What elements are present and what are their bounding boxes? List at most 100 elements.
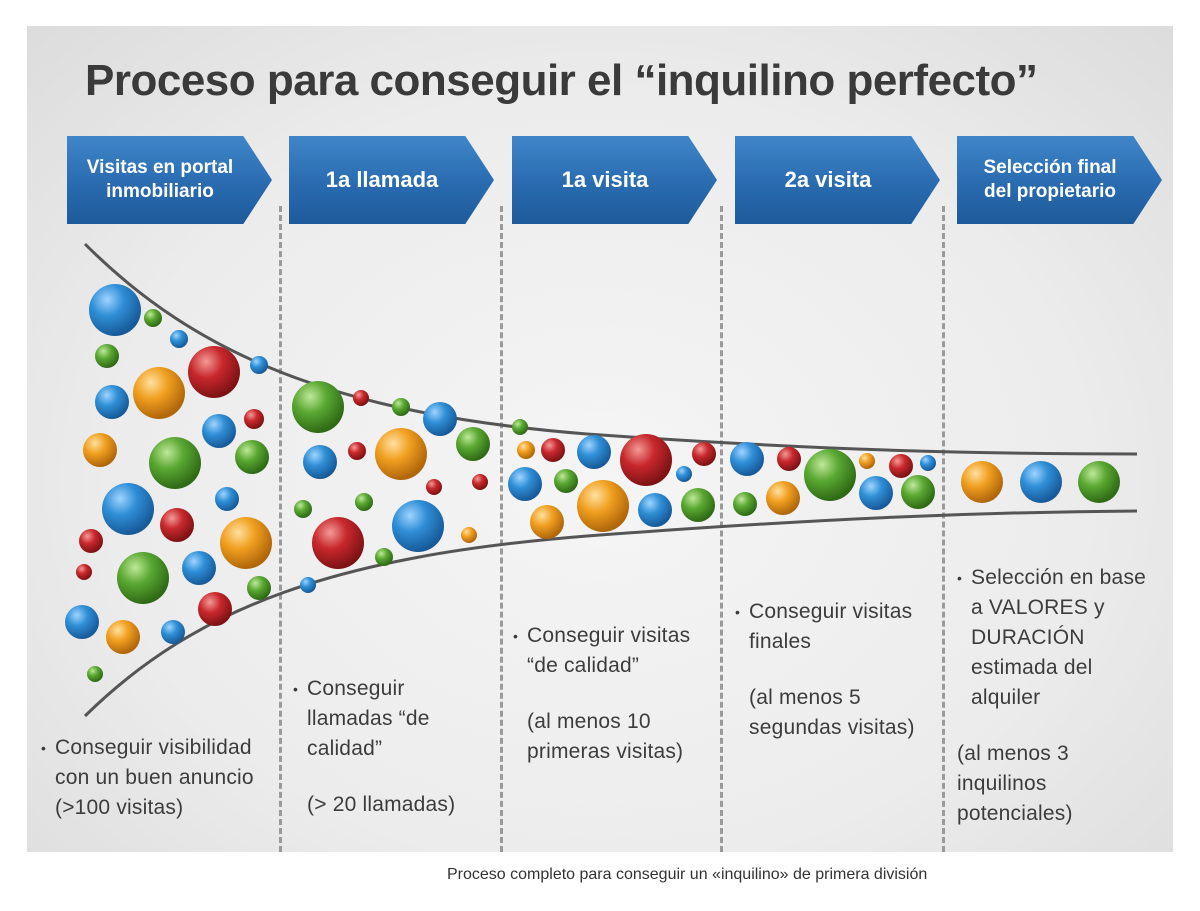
page-title: Proceso para conseguir el “inquilino per… bbox=[85, 56, 1038, 105]
ball-blue bbox=[920, 455, 936, 471]
ball-blue bbox=[170, 330, 188, 348]
ball-orange bbox=[375, 428, 427, 480]
bullet-marker: • bbox=[735, 604, 741, 620]
ball-green bbox=[294, 500, 312, 518]
ball-green bbox=[149, 437, 201, 489]
ball-green bbox=[554, 469, 578, 493]
stage-4-bullet: Conseguir visitas finales bbox=[749, 600, 913, 653]
ball-orange bbox=[766, 481, 800, 515]
stage-3-description: • Conseguir visitas “de calidad” (al men… bbox=[513, 621, 713, 767]
ball-green bbox=[804, 449, 856, 501]
ball-blue bbox=[392, 500, 444, 552]
stage-arrow-2: 1a llamada bbox=[289, 136, 494, 224]
bullet-marker: • bbox=[293, 681, 299, 697]
stage-3-note: (al menos 10 primeras visitas) bbox=[527, 710, 684, 763]
stage-3-bullet: Conseguir visitas “de calidad” bbox=[527, 624, 691, 677]
stage-4-note: (al menos 5 segundas visitas) bbox=[749, 686, 915, 739]
ball-blue bbox=[102, 483, 154, 535]
ball-green bbox=[117, 552, 169, 604]
ball-green bbox=[355, 493, 373, 511]
ball-orange bbox=[220, 517, 272, 569]
stage-1-description: • Conseguir visibilidad con un buen anun… bbox=[41, 733, 271, 823]
ball-green bbox=[95, 344, 119, 368]
ball-orange bbox=[461, 527, 477, 543]
ball-green bbox=[235, 440, 269, 474]
ball-blue bbox=[638, 493, 672, 527]
diagram-slide: Proceso para conseguir el “inquilino per… bbox=[27, 26, 1173, 852]
ball-green bbox=[1078, 461, 1120, 503]
ball-blue bbox=[730, 442, 764, 476]
ball-red bbox=[692, 442, 716, 466]
ball-red bbox=[541, 438, 565, 462]
ball-green bbox=[392, 398, 410, 416]
ball-blue bbox=[1020, 461, 1062, 503]
ball-blue bbox=[577, 435, 611, 469]
ball-orange bbox=[859, 453, 875, 469]
ball-red bbox=[777, 447, 801, 471]
stage-4-description: • Conseguir visitas finales (al menos 5 … bbox=[735, 597, 935, 743]
ball-blue bbox=[423, 402, 457, 436]
stage-arrow-3: 1a visita bbox=[512, 136, 717, 224]
ball-green bbox=[681, 488, 715, 522]
ball-orange bbox=[106, 620, 140, 654]
ball-orange bbox=[961, 461, 1003, 503]
stage-arrow-5: Selección final del propietario bbox=[957, 136, 1162, 224]
bullet-marker: • bbox=[513, 628, 519, 644]
ball-red bbox=[353, 390, 369, 406]
stage-divider-3 bbox=[720, 206, 723, 852]
ball-blue bbox=[95, 385, 129, 419]
ball-green bbox=[733, 492, 757, 516]
ball-green bbox=[901, 475, 935, 509]
stage-divider-4 bbox=[942, 206, 945, 852]
funnel-bottom-curve bbox=[83, 509, 1138, 718]
ball-blue bbox=[250, 356, 268, 374]
ball-blue bbox=[89, 284, 141, 336]
funnel-graphic bbox=[65, 242, 1138, 718]
ball-red bbox=[79, 529, 103, 553]
ball-green bbox=[375, 548, 393, 566]
stage-divider-2 bbox=[500, 206, 503, 852]
stage-5-note: (al menos 3 inquilinos potenciales) bbox=[957, 742, 1073, 825]
stage-2-note: (> 20 llamadas) bbox=[307, 793, 456, 816]
stage-label-1: Visitas en portal inmobiliario bbox=[86, 157, 234, 202]
ball-green bbox=[512, 419, 528, 435]
ball-red bbox=[198, 592, 232, 626]
ball-blue bbox=[161, 620, 185, 644]
stage-label-2: 1a llamada bbox=[325, 167, 439, 192]
ball-orange bbox=[577, 480, 629, 532]
stage-1-bullet: Conseguir visibilidad con un buen anunci… bbox=[55, 736, 254, 819]
stage-arrow-1: Visitas en portal inmobiliario bbox=[67, 136, 272, 224]
ball-red bbox=[244, 409, 264, 429]
stage-label-3: 1a visita bbox=[561, 167, 649, 192]
ball-blue bbox=[859, 476, 893, 510]
stage-5-description: • Selección en base a VALORES y DURACIÓN… bbox=[957, 563, 1162, 829]
ball-blue bbox=[182, 551, 216, 585]
ball-blue bbox=[215, 487, 239, 511]
ball-green bbox=[456, 427, 490, 461]
ball-red bbox=[889, 454, 913, 478]
funnel-top-curve bbox=[83, 242, 1138, 456]
ball-blue bbox=[676, 466, 692, 482]
ball-red bbox=[472, 474, 488, 490]
ball-orange bbox=[83, 433, 117, 467]
ball-red bbox=[76, 564, 92, 580]
ball-green bbox=[144, 309, 162, 327]
stage-2-bullet: Conseguir llamadas “de calidad” bbox=[307, 677, 430, 760]
ball-red bbox=[426, 479, 442, 495]
stage-arrow-4: 2a visita bbox=[735, 136, 940, 224]
figure-caption: Proceso completo para conseguir un «inqu… bbox=[447, 866, 928, 883]
bullet-marker: • bbox=[41, 740, 47, 756]
ball-blue bbox=[303, 445, 337, 479]
ball-blue bbox=[202, 414, 236, 448]
ball-blue bbox=[65, 605, 99, 639]
ball-red bbox=[160, 508, 194, 542]
stage-divider-1 bbox=[279, 206, 282, 852]
ball-blue bbox=[508, 467, 542, 501]
stage-5-bullet: Selección en base a VALORES y DURACIÓN e… bbox=[971, 566, 1147, 709]
ball-red bbox=[188, 346, 240, 398]
ball-red bbox=[620, 434, 672, 486]
ball-red bbox=[348, 442, 366, 460]
ball-green bbox=[247, 576, 271, 600]
ball-orange bbox=[530, 505, 564, 539]
ball-orange bbox=[517, 441, 535, 459]
